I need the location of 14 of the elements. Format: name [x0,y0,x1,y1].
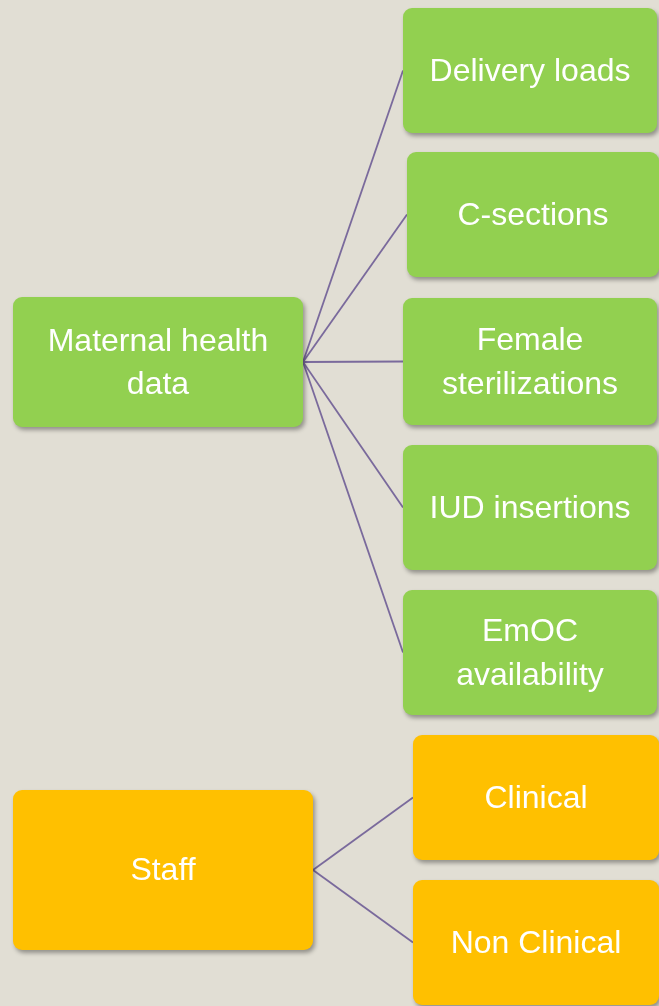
category-box: Female sterilizations [403,298,657,425]
connector-line [302,213,408,363]
category-box: C-sections [407,152,659,277]
category-box: Delivery loads [403,8,657,133]
connector-line [302,360,404,363]
category-box: Non Clinical [413,880,659,1005]
connector-line [312,796,414,871]
category-box: Clinical [413,735,659,860]
connector-line [312,869,414,944]
category-box: Maternal health data [13,297,303,427]
category-box: EmOC availability [403,590,657,715]
category-box: IUD insertions [403,445,657,570]
category-box: Staff [13,790,313,950]
connector-line [302,361,404,509]
